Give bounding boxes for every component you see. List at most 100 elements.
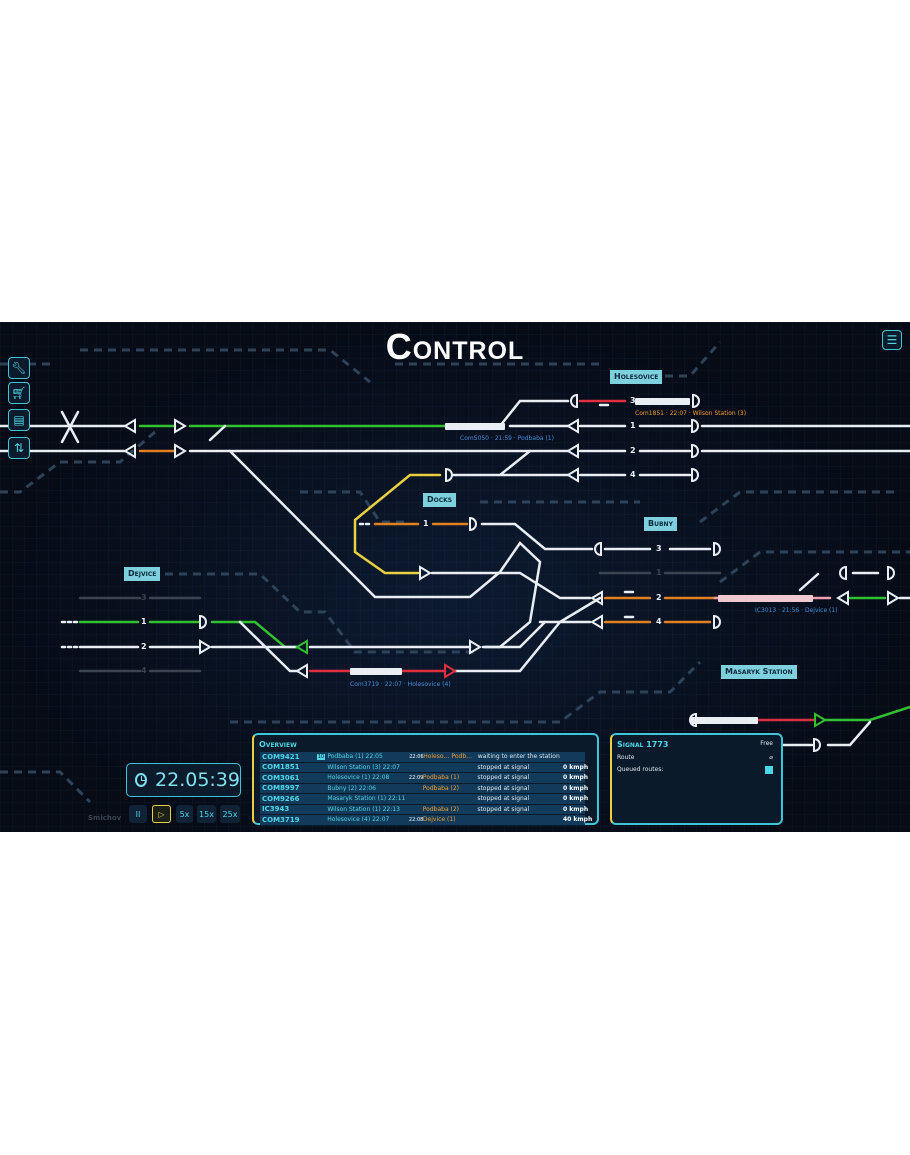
- train-id: COM9266: [262, 794, 300, 803]
- train-id: COM1851: [262, 763, 300, 772]
- station-masaryk[interactable]: Masaryk Station: [721, 665, 797, 679]
- track-number: 2: [141, 642, 147, 651]
- train-id: COM3719: [262, 815, 300, 824]
- pause-button[interactable]: II: [129, 805, 147, 823]
- overview-row[interactable]: COM9266 Masaryk Station (1) 22:11 stopped …: [260, 794, 589, 805]
- sort-button[interactable]: ⇅: [8, 437, 30, 459]
- station-docks[interactable]: Docks: [423, 493, 457, 507]
- train-com5050: [445, 423, 505, 430]
- station-smichov[interactable]: Smichov: [88, 814, 122, 822]
- queued-routes-button[interactable]: [765, 766, 773, 774]
- train-id: COM9421: [262, 752, 300, 761]
- train-id: COM3061: [262, 773, 300, 782]
- train-destination: Wilson Station (1) 22:13: [327, 805, 400, 813]
- train-destination: Holesovice (4) 22:07: [327, 816, 390, 824]
- train-destination: Wilson Station (3) 22:07: [327, 763, 400, 771]
- cart-icon: 🛒︎: [11, 386, 27, 400]
- train-label[interactable]: Com3719 · 22:07 · Holesovice (4): [350, 681, 451, 688]
- tools-button[interactable]: 🔧︎: [8, 357, 30, 379]
- track-number: 2: [656, 593, 662, 602]
- train-next-stop: Podbaba (1): [422, 774, 460, 782]
- speed-5x-button[interactable]: 5x: [176, 805, 193, 823]
- overview-row[interactable]: COM1851 Wilson Station (3) 22:07 stopped a…: [260, 762, 589, 773]
- menu-icon: ☰: [886, 333, 898, 347]
- train-status: stopped at signal: [477, 805, 530, 813]
- train-status: stopped at signal: [477, 774, 530, 782]
- track-number: 4: [141, 666, 147, 675]
- train-next-time: 22:06: [409, 753, 424, 760]
- train-destination: Podbaba (1) 22:05: [327, 753, 383, 761]
- track-number: 1: [423, 519, 429, 528]
- clock-icon: [135, 773, 148, 787]
- signals: [123, 393, 900, 753]
- train-speed: 0 kmph: [563, 763, 589, 771]
- overview-row[interactable]: IC3943 Wilson Station (1) 22:13 Podbaba (2…: [260, 804, 588, 815]
- clock-time: 22.05:39: [155, 769, 240, 791]
- train-com3719: [350, 668, 402, 675]
- track-number: 3: [630, 396, 636, 405]
- game-clock: 22.05:39: [126, 763, 241, 797]
- train-ic3013: [718, 595, 813, 602]
- sort-icon: ⇅: [13, 441, 25, 455]
- train-next-stop: Dejvice (1): [422, 816, 456, 824]
- game-viewport[interactable]: Control 🔧︎ 🛒︎ ▤ ⇅ ☰ Holesovice Docks Bub…: [0, 322, 910, 832]
- track-map[interactable]: [0, 322, 910, 832]
- track-number: 1: [656, 568, 662, 577]
- book-icon: ▤: [13, 413, 25, 427]
- train-speed: 0 kmph: [563, 795, 589, 803]
- train-next-time: 22:09: [408, 774, 424, 781]
- train-label[interactable]: Com5050 · 21:59 · Podbaba (1): [460, 435, 554, 442]
- train-speed: 0 kmph: [563, 784, 589, 792]
- train-com1851: [635, 398, 690, 405]
- log-button[interactable]: ▤: [8, 409, 30, 431]
- queued-routes-label: Queued routes:: [617, 766, 664, 773]
- train-label[interactable]: IC3013 · 21:56 · Dejvice (1): [755, 607, 838, 614]
- signal-title: Signal 1773: [617, 740, 669, 749]
- overview-row[interactable]: COM8997 Bubny (2) 22:06 Podbaba (2) stopped…: [260, 783, 589, 794]
- train-id: COM8997: [262, 784, 300, 793]
- station-holesovice[interactable]: Holesovice: [610, 370, 663, 384]
- train-next-stop: Podbaba (2): [422, 805, 460, 813]
- track-number: 3: [141, 593, 147, 602]
- play-button[interactable]: ▷: [152, 805, 171, 823]
- train-speed: 40 kmph: [562, 816, 593, 824]
- train-next-stop: Holeso… Podb…: [423, 753, 473, 761]
- train-label[interactable]: Com1851 · 22:07 · Wilson Station (3): [635, 410, 747, 417]
- track-number: 4: [630, 470, 636, 479]
- signal-state: Free: [760, 740, 773, 747]
- track-number: 4: [656, 617, 662, 626]
- wrench-icon: 🔧︎: [11, 361, 27, 375]
- station-dejvice[interactable]: Dejvice: [124, 567, 161, 581]
- train-destination: Bubny (2) 22:06: [327, 784, 376, 792]
- train-status: stopped at signal: [477, 795, 530, 803]
- trains: [350, 398, 813, 724]
- shop-button[interactable]: 🛒︎: [8, 382, 30, 404]
- track-number: 2: [630, 446, 636, 455]
- track-number: 1: [141, 617, 147, 626]
- train-next-time: 22:08: [408, 816, 424, 823]
- region-boundaries: [0, 341, 910, 804]
- train-badge: 10: [316, 753, 326, 760]
- train-com9266: [690, 717, 758, 724]
- train-id: IC3943: [262, 805, 290, 814]
- route-value[interactable]: ⌀: [769, 754, 773, 761]
- signal-panel: Signal 1773 Free Route ⌀ Queued routes:: [610, 733, 783, 825]
- speed-25x-button[interactable]: 25x: [220, 805, 240, 823]
- train-status: waiting to enter the station: [477, 753, 560, 761]
- menu-button[interactable]: ☰: [882, 330, 902, 350]
- route-label: Route: [617, 754, 635, 761]
- track-number: 3: [656, 544, 662, 553]
- train-destination: Masaryk Station (1) 22:11: [327, 795, 406, 803]
- train-status: stopped at signal: [477, 763, 530, 771]
- station-bubny[interactable]: Bubny: [644, 517, 677, 531]
- speed-15x-button[interactable]: 15x: [197, 805, 216, 823]
- train-next-stop: Podbaba (2): [422, 784, 460, 792]
- page-title: Control: [385, 326, 525, 367]
- train-destination: Holesovice (1) 22:08: [327, 774, 390, 782]
- train-status: stopped at signal: [477, 784, 530, 792]
